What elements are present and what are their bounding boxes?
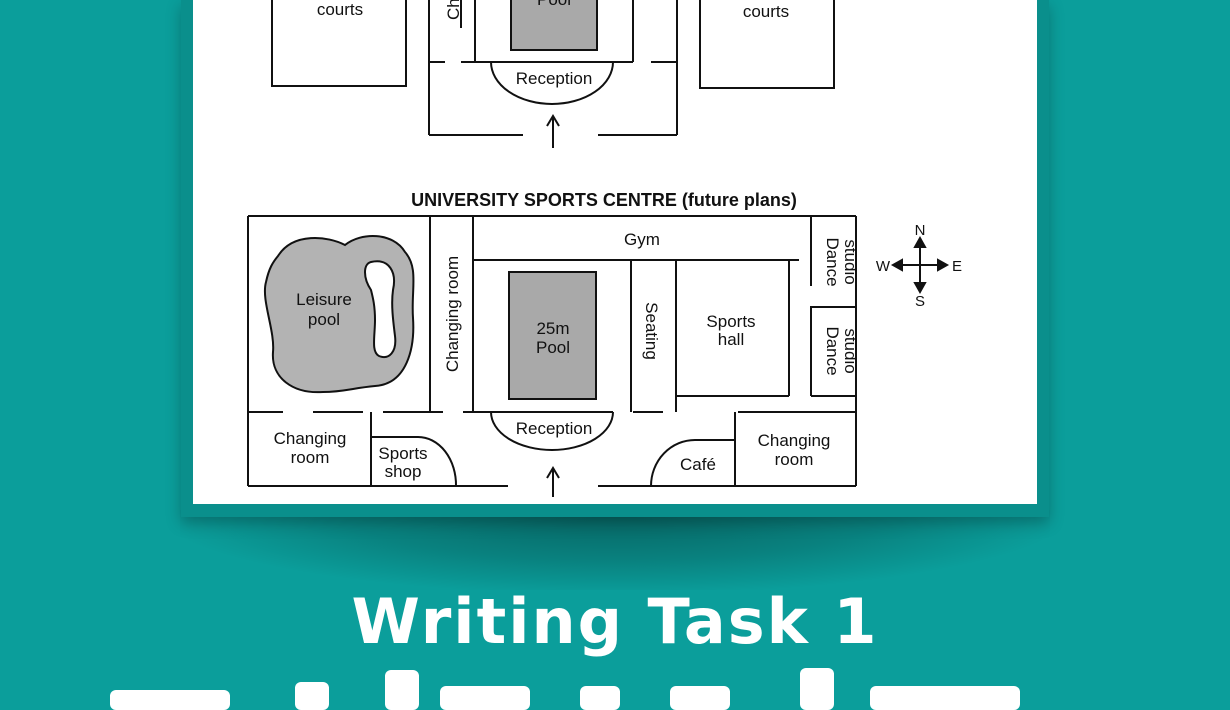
floor-plan-diagram: courts courts Pool Reception Cha UNIVERS… bbox=[247, 0, 962, 497]
dance-studio-1-label-line2: studio bbox=[841, 239, 860, 284]
reception-label: Reception bbox=[516, 419, 593, 438]
compass-rose bbox=[890, 235, 950, 295]
left-courts-block bbox=[271, 0, 407, 87]
25m-pool-label-line1: 25m bbox=[536, 319, 569, 338]
leisure-pool-label-line1: Leisure bbox=[296, 290, 352, 309]
image-card: courts courts Pool Reception Cha UNIVERS… bbox=[181, 0, 1049, 517]
25m-pool-shape bbox=[508, 271, 597, 400]
page-title: Writing Task 1 bbox=[351, 585, 879, 658]
cropped-glyph bbox=[870, 686, 1020, 710]
sports-shop-door-arc bbox=[417, 436, 458, 487]
sports-shop-label-line1: Sports bbox=[378, 444, 427, 463]
sports-shop-label-line2: shop bbox=[385, 462, 422, 481]
compass-s-label: S bbox=[915, 293, 925, 310]
cropped-glyph bbox=[385, 670, 419, 710]
dance-studio-2-label-line1: Dance bbox=[823, 326, 842, 375]
changing-room-left-label-line2: room bbox=[291, 448, 330, 467]
dance-studio-1-label-line1: Dance bbox=[823, 237, 842, 286]
compass-w-label: W bbox=[876, 258, 891, 275]
reception-arc bbox=[490, 411, 614, 451]
dance-studio-2-label-line2: studio bbox=[841, 328, 860, 373]
future-plan bbox=[247, 215, 857, 487]
compass-e-label: E bbox=[952, 258, 962, 275]
compass-arrow bbox=[913, 235, 927, 248]
card-shadow bbox=[180, 510, 1050, 590]
changing-room-vertical-label: Changing room bbox=[443, 256, 462, 372]
changing-room-left-label-line1: Changing bbox=[274, 429, 347, 448]
cropped-subtitle bbox=[110, 668, 1120, 710]
changing-room-right-label-line1: Changing bbox=[758, 431, 831, 450]
compass-n-label: N bbox=[915, 222, 926, 239]
compass-arrow bbox=[913, 282, 927, 295]
leisure-pool-island bbox=[364, 260, 397, 358]
cropped-glyph bbox=[440, 686, 530, 710]
top-reception-arc bbox=[490, 61, 614, 105]
cropped-glyph bbox=[670, 686, 730, 710]
top-entrance-arrow-head bbox=[546, 114, 560, 127]
leisure-pool-label-line2: pool bbox=[308, 310, 340, 329]
sports-hall-label-line1: Sports bbox=[706, 312, 755, 331]
future-plan-title: UNIVERSITY SPORTS CENTRE (future plans) bbox=[411, 190, 797, 210]
future-entrance-arrow-head bbox=[546, 466, 560, 479]
cropped-glyph bbox=[580, 686, 620, 710]
cafe-door-arc bbox=[650, 439, 696, 487]
cropped-glyph bbox=[295, 682, 329, 710]
floor-plan-sheet: courts courts Pool Reception Cha UNIVERS… bbox=[193, 0, 1037, 504]
right-courts-block bbox=[699, 0, 835, 89]
top-plan bbox=[271, 0, 835, 136]
sports-hall-label-line2: hall bbox=[718, 330, 744, 349]
top-courts-right-label: courts bbox=[743, 2, 789, 21]
25m-pool-label-line2: Pool bbox=[536, 338, 570, 357]
cropped-glyph bbox=[800, 668, 834, 710]
top-changing-label: Cha bbox=[444, 0, 463, 20]
compass-arrow bbox=[937, 258, 950, 272]
top-pool-label: Pool bbox=[537, 0, 571, 9]
top-pool-shape bbox=[510, 0, 598, 51]
changing-room-right-label-line2: room bbox=[775, 450, 814, 469]
cafe-label: Café bbox=[680, 455, 716, 474]
top-reception-label: Reception bbox=[516, 69, 593, 88]
gym-label: Gym bbox=[624, 230, 660, 249]
seating-label: Seating bbox=[642, 302, 661, 360]
top-courts-left-label: courts bbox=[317, 0, 363, 19]
cropped-glyph bbox=[110, 690, 230, 710]
compass-arrow bbox=[890, 258, 903, 272]
